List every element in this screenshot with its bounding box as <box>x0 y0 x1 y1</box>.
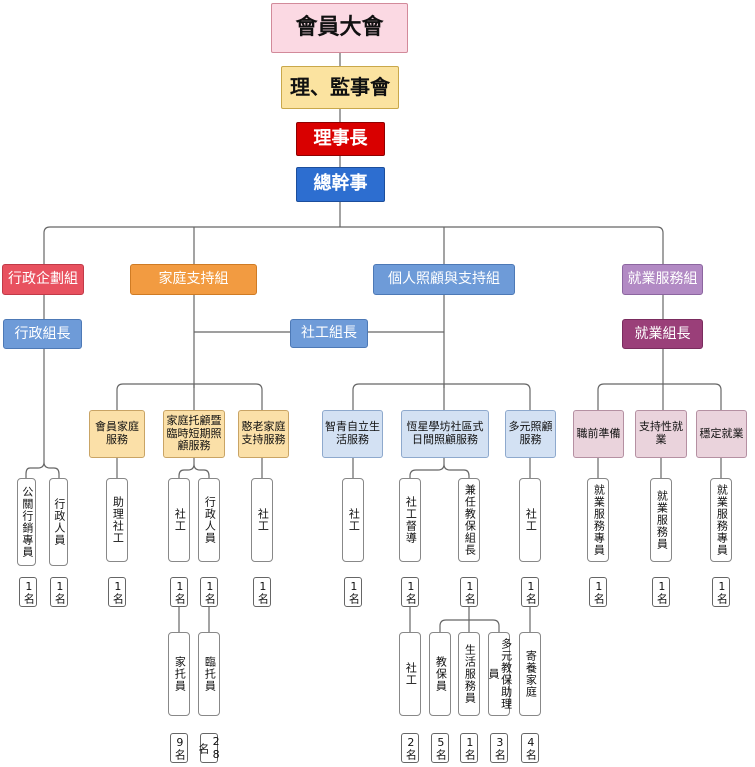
role-box: 兼任教保組長 <box>458 478 480 562</box>
headcount: 1名 <box>460 577 478 607</box>
headcount: 4名 <box>521 733 539 763</box>
service-day-care: 恆星學坊社區式日間照顧服務 <box>401 410 489 458</box>
headcount: 9名 <box>170 733 188 763</box>
role-box: 社工督導 <box>399 478 421 562</box>
role-box: 臨托員 <box>198 632 220 716</box>
employment-lead-box: 就業組長 <box>622 319 703 349</box>
role-box: 就業服務專員 <box>710 478 732 562</box>
secretary-general-box: 總幹事 <box>296 167 385 202</box>
role-box: 社工 <box>519 478 541 562</box>
role-box: 社工 <box>168 478 190 562</box>
role-box: 社工 <box>251 478 273 562</box>
social-work-lead-box: 社工組長 <box>290 319 368 348</box>
headcount: 1名 <box>19 577 37 607</box>
headcount: 1名 <box>652 577 670 607</box>
role-box: 多元教保助理員 <box>487 632 513 716</box>
service-member-family: 會員家庭服務 <box>89 410 145 458</box>
general-assembly-box: 會員大會 <box>271 3 408 53</box>
board-box: 理、監事會 <box>281 66 399 109</box>
dept-family-box: 家庭支持組 <box>130 264 257 295</box>
headcount: 28名 <box>197 733 223 763</box>
role-box: 社工 <box>399 632 421 716</box>
headcount: 1名 <box>589 577 607 607</box>
headcount: 1名 <box>108 577 126 607</box>
service-stable-employment: 穩定就業 <box>696 410 747 458</box>
headcount: 1名 <box>200 577 218 607</box>
service-supported-employment: 支持性就業 <box>635 410 687 458</box>
service-family-respite: 家庭托顧暨臨時短期照顧服務 <box>163 410 225 458</box>
service-elderly-family: 憨老家庭支持服務 <box>238 410 289 458</box>
role-box: 助理社工 <box>106 478 128 562</box>
chairman-box: 理事長 <box>296 122 385 156</box>
headcount: 1名 <box>521 577 539 607</box>
role-box: 就業服務專員 <box>587 478 609 562</box>
role-box: 就業服務員 <box>650 478 672 562</box>
headcount: 1名 <box>253 577 271 607</box>
role-box: 生活服務員 <box>458 632 480 716</box>
dept-employment-box: 就業服務組 <box>622 264 703 295</box>
role-box: 行政人員 <box>49 478 68 566</box>
headcount: 1名 <box>460 733 478 763</box>
role-box: 寄養家庭 <box>519 632 541 716</box>
headcount: 5名 <box>431 733 449 763</box>
service-independent-living: 智青自立生活服務 <box>322 410 383 458</box>
admin-lead-box: 行政組長 <box>3 319 82 349</box>
headcount: 1名 <box>712 577 730 607</box>
role-box: 行政人員 <box>198 478 220 562</box>
role-box: 教保員 <box>429 632 451 716</box>
role-box: 家托員 <box>168 632 190 716</box>
dept-admin-box: 行政企劃組 <box>2 264 84 295</box>
headcount: 1名 <box>401 577 419 607</box>
dept-personal-box: 個人照顧與支持組 <box>373 264 515 295</box>
role-box: 社工 <box>342 478 364 562</box>
service-pre-employment: 職前準備 <box>573 410 624 458</box>
service-multi-care: 多元照顧服務 <box>505 410 556 458</box>
role-box: 公關行銷專員 <box>17 478 36 566</box>
headcount: 3名 <box>490 733 508 763</box>
headcount: 1名 <box>50 577 68 607</box>
headcount: 2名 <box>401 733 419 763</box>
headcount: 1名 <box>344 577 362 607</box>
headcount: 1名 <box>170 577 188 607</box>
